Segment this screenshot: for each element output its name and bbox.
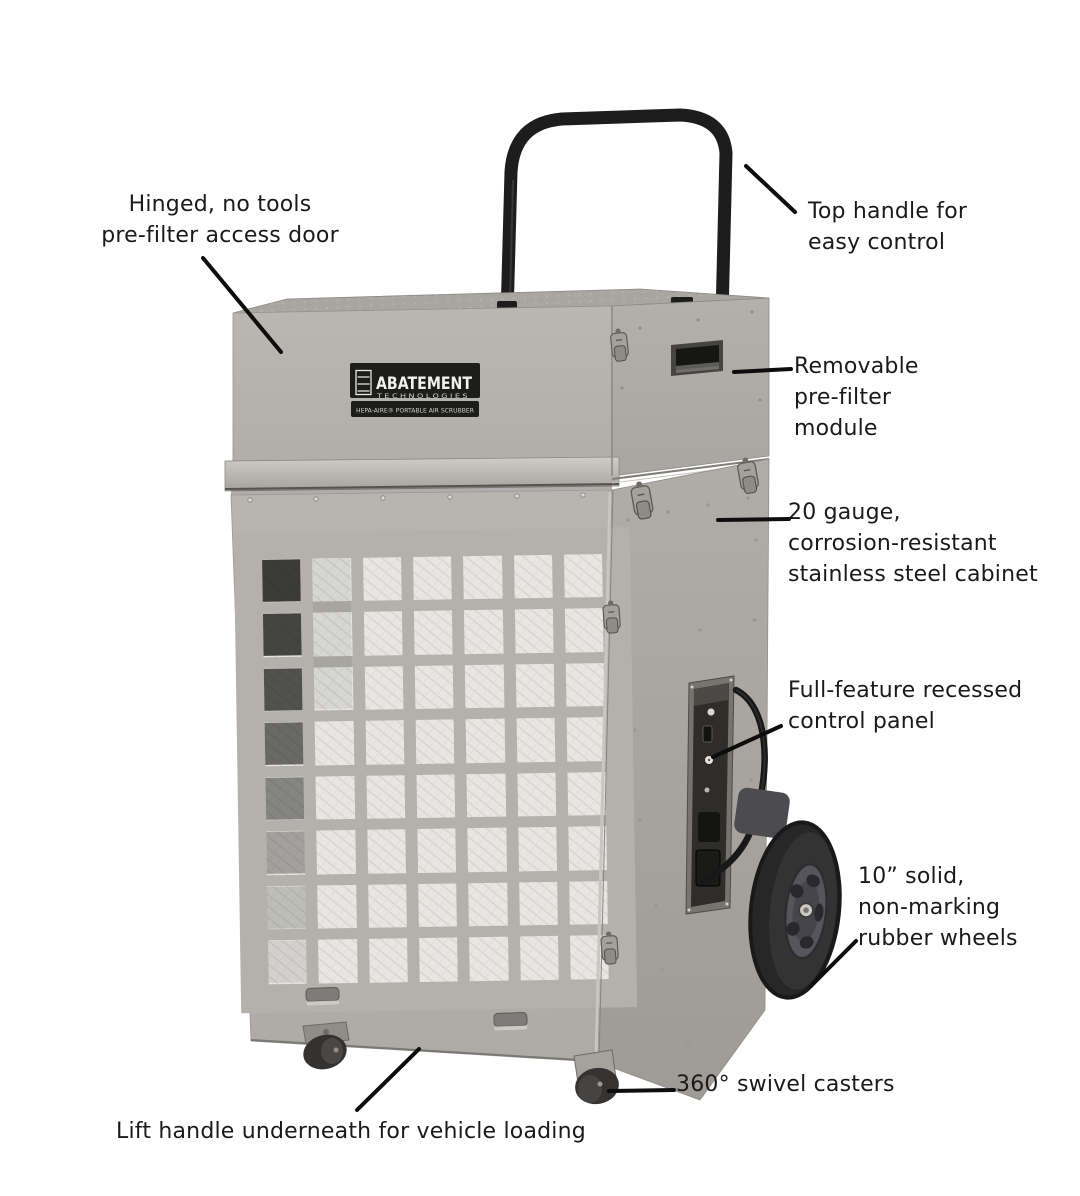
rear-wheel	[734, 787, 842, 1000]
callout-cabinet: 20 gauge, corrosion-resistant stainless …	[788, 500, 1038, 587]
leader-cabinet	[716, 517, 791, 522]
brand-name: ABATEMENT	[376, 374, 472, 394]
panel-switch	[702, 725, 713, 743]
brand-division: TECHNOLOGIES	[376, 392, 470, 400]
brand-icon	[355, 369, 372, 396]
callout-top-handle: Top handle for easy control	[808, 199, 968, 255]
panel-indicator	[706, 707, 716, 717]
leader-top-handle	[744, 164, 797, 214]
leader-lines	[201, 164, 858, 1112]
front-rivets	[247, 492, 586, 503]
brand-tagline: HEPA-AIRE® PORTABLE AIR SCRUBBER	[356, 407, 475, 415]
callout-prefilter-module: Removable pre-filter module	[794, 354, 919, 441]
logo-plate: ABATEMENT TECHNOLOGIES HEPA-AIRE® PORTAB…	[350, 363, 480, 417]
grille-handle-slot	[305, 987, 340, 1006]
leader-lift-handle	[355, 1047, 421, 1112]
callout-prefilter-door: Hinged, no tools pre-filter access door	[101, 192, 339, 248]
handle-highlight	[509, 179, 514, 301]
prefilter-module-side	[611, 297, 770, 477]
front-grille	[233, 527, 638, 1014]
grille-interior-shadow	[262, 558, 353, 983]
caster-front-right	[573, 1049, 619, 1105]
wheel-bracket	[734, 787, 790, 839]
leader-prefilter-module	[732, 367, 793, 374]
panel-outlet	[698, 812, 720, 842]
module-carry-handle	[671, 340, 723, 376]
leader-control-panel	[711, 724, 783, 759]
cabinet-front-panel	[230, 489, 638, 1063]
callout-casters: 360° swivel casters	[676, 1072, 895, 1097]
leader-casters	[607, 1088, 676, 1093]
caster-front-left	[302, 1021, 350, 1070]
leader-wheels	[809, 939, 858, 988]
callout-lift-handle: Lift handle underneath for vehicle loadi…	[116, 1119, 586, 1144]
grille-handle-slot	[493, 1012, 528, 1031]
callout-wheels: 10” solid, non-marking rubber wheels	[858, 864, 1018, 951]
callout-control-panel: Full-feature recessed control panel	[788, 678, 1023, 734]
top-handle	[500, 108, 733, 323]
prefilter-access-door: ABATEMENT TECHNOLOGIES HEPA-AIRE® PORTAB…	[232, 305, 613, 467]
leader-prefilter-door	[201, 256, 283, 354]
